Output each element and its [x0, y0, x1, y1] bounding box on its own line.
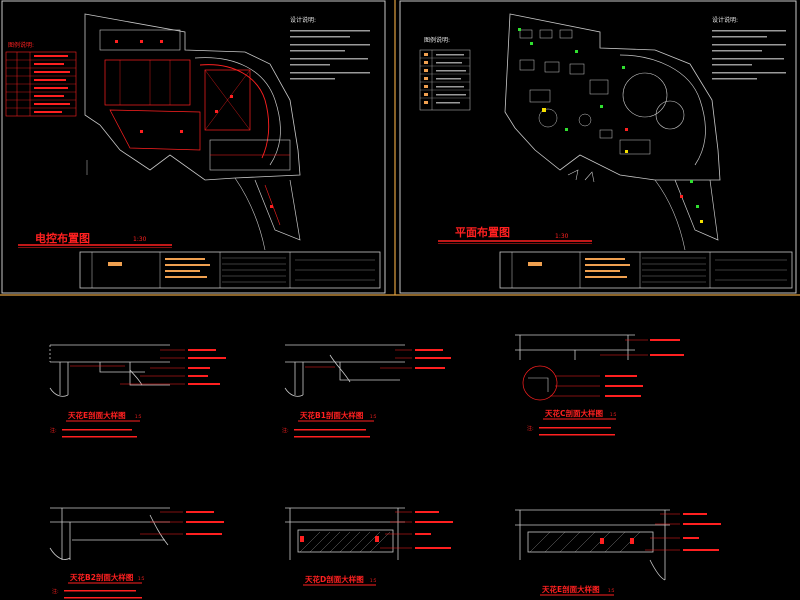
detail-scale-5: 1:5	[370, 578, 377, 583]
detail-title-4: 天花B2剖面大样图	[70, 572, 134, 582]
detail-section-1: 天花E剖面大样图 1:5 注:	[49, 344, 226, 438]
design-notes-right: 设计说明:	[712, 16, 786, 80]
detail-scale-3: 1:5	[610, 412, 617, 417]
detail-notes-3: 注:	[527, 425, 534, 432]
legend-title-right: 图例说明:	[424, 36, 450, 44]
floor-plan	[504, 13, 721, 251]
detail-section-3: 天花C剖面大样图 1:5 注:	[515, 334, 684, 436]
legend-table-right: 图例说明:	[419, 36, 471, 111]
detail-title-2: 天花B1剖面大样图	[300, 410, 364, 420]
sheet-left-frame	[1, 0, 386, 294]
title-block-left	[79, 251, 381, 289]
notes-title-left: 设计说明:	[290, 16, 316, 24]
detail-scale-1: 1:5	[135, 414, 142, 419]
legend-title-left: 图例说明:	[8, 41, 34, 49]
detail-title-1: 天花E剖面大样图	[68, 410, 126, 420]
sheet-scale-left: 1:30	[133, 236, 147, 243]
detail-scale-4: 1:5	[138, 576, 145, 581]
detail-notes-2: 注:	[282, 427, 289, 434]
detail-section-2: 天花B1剖面大样图 1:5 注:	[282, 344, 451, 438]
detail-section-5: 天花D剖面大样图 1:5	[285, 507, 453, 586]
design-notes-left: 设计说明:	[290, 16, 370, 80]
sheet-right: 图例说明:	[399, 0, 797, 294]
detail-section-6: 天花E剖面大样图 1:5	[515, 509, 721, 596]
detail-scale-6: 1:5	[608, 588, 615, 593]
sheet-right-frame	[399, 0, 797, 294]
detail-notes-1: 注:	[50, 427, 57, 434]
detail-section-4: 天花B2剖面大样图 1:5 注:	[49, 507, 224, 599]
sheet-left: 图例说明:	[1, 0, 386, 294]
detail-scale-2: 1:5	[370, 414, 377, 419]
detail-title-5: 天花D剖面大样图	[305, 574, 364, 584]
sheet-scale-right: 1:30	[555, 233, 569, 240]
notes-title-right: 设计说明:	[712, 16, 738, 24]
detail-notes-4: 注:	[52, 588, 59, 595]
detail-title-3: 天花C剖面大样图	[545, 408, 604, 418]
sheet-title-left: 电控布置图	[35, 231, 90, 245]
detail-title-6: 天花E剖面大样图	[542, 584, 600, 594]
sheet-title-right: 平面布置图	[455, 225, 510, 239]
electric-plan	[84, 13, 301, 251]
title-block-right	[499, 251, 793, 289]
legend-table-left: 图例说明:	[5, 41, 77, 117]
